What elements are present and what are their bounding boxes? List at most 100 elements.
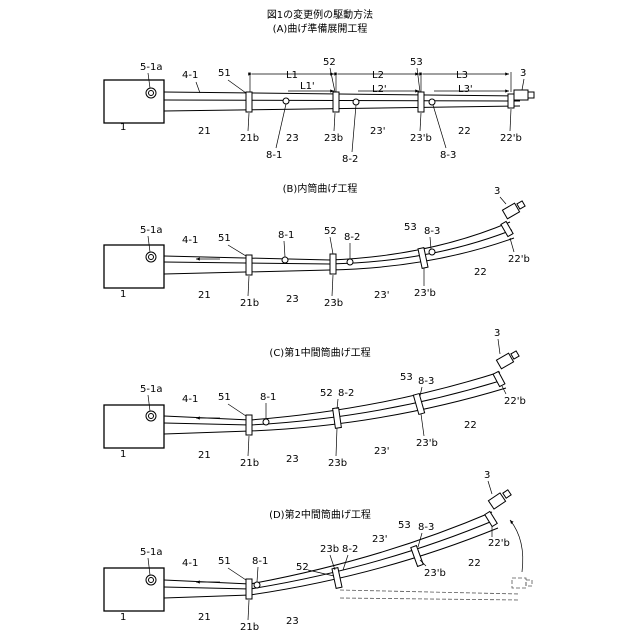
- label-sleeve-22pb: 22'b: [500, 133, 522, 144]
- label-tube-21: 21: [198, 126, 211, 137]
- label-sleeve-23pb: 23'b: [416, 438, 438, 449]
- panel-b: (B)内筒曲げ工程 5-1a 4-1 51 8-1 52 8-2 53 8-3 …: [104, 182, 530, 309]
- pin-8-1: [263, 419, 269, 425]
- drive-unit-box: [104, 568, 164, 611]
- label-wire: 4-1: [182, 235, 198, 246]
- label-wire: 4-1: [182, 70, 198, 81]
- label-51: 51: [218, 233, 231, 244]
- label-52: 52: [320, 388, 333, 399]
- label-3: 3: [494, 186, 500, 197]
- label-tube-23: 23: [286, 454, 299, 465]
- label-pin-8-3: 8-3: [424, 226, 440, 237]
- label-motor: 5-1a: [140, 547, 162, 558]
- label-body: 1: [120, 289, 126, 300]
- label-tube-23: 23: [286, 133, 299, 144]
- label-tube-21: 21: [198, 290, 211, 301]
- label-sleeve-23b: 23b: [324, 298, 343, 309]
- label-52: 52: [296, 562, 309, 573]
- camera-icon: [496, 353, 513, 369]
- clamp-51: [246, 415, 252, 435]
- label-sleeve-22pb: 22'b: [504, 396, 526, 407]
- clamp-53: [418, 248, 428, 269]
- label-tube-22: 22: [474, 267, 487, 278]
- label-sleeve-23pb: 23'b: [414, 288, 436, 299]
- label-53: 53: [398, 520, 411, 531]
- label-tube-23: 23: [286, 616, 299, 627]
- label-tube-23p: 23': [372, 534, 387, 545]
- label-52: 52: [323, 57, 336, 68]
- pin-8-3: [429, 249, 435, 255]
- dim-L3: L3: [456, 70, 468, 81]
- clamp-51: [246, 92, 252, 112]
- label-pin-8-2: 8-2: [342, 154, 358, 165]
- panel-a-title: (A)曲げ準備展開工程: [273, 22, 368, 35]
- label-wire: 4-1: [182, 558, 198, 569]
- clamp-52: [330, 254, 336, 274]
- label-tube-23p: 23': [374, 290, 389, 301]
- label-tube-22: 22: [464, 420, 477, 431]
- label-tube-21: 21: [198, 612, 211, 623]
- dim-L3p: L3': [458, 84, 473, 95]
- label-body: 1: [120, 449, 126, 460]
- label-sleeve-23pb: 23'b: [424, 568, 446, 579]
- label-51: 51: [218, 392, 231, 403]
- label-tube-23p: 23': [370, 126, 385, 137]
- panel-c-title: (C)第1中間筒曲げ工程: [269, 346, 370, 359]
- label-sleeve-21b: 21b: [240, 622, 259, 633]
- camera-icon: [502, 203, 519, 219]
- pin-8-1: [282, 257, 288, 263]
- panel-d: (D)第2中間筒曲げ工程 5-1a 4-1 51 8-1 52 23b 8-2: [104, 470, 532, 633]
- label-sleeve-21b: 21b: [240, 133, 259, 144]
- label-motor: 5-1a: [140, 225, 162, 236]
- figure-title: 図1の変更例の駆動方法: [267, 8, 373, 21]
- label-3: 3: [494, 328, 500, 339]
- drive-unit-box: [104, 80, 164, 123]
- dim-L1: L1: [286, 70, 298, 81]
- label-52: 52: [324, 226, 337, 237]
- label-wire: 4-1: [182, 394, 198, 405]
- camera-icon: [514, 90, 528, 100]
- label-motor: 5-1a: [140, 384, 162, 395]
- drive-unit-box: [104, 245, 164, 288]
- label-tube-22: 22: [468, 558, 481, 569]
- label-tube-23: 23: [286, 294, 299, 305]
- swing-arrow: [510, 520, 523, 572]
- dim-L1p: L1': [300, 81, 315, 92]
- label-53: 53: [400, 372, 413, 383]
- label-sleeve-23b: 23b: [328, 458, 347, 469]
- clamp-22b: [493, 371, 505, 386]
- label-pin-8-1: 8-1: [252, 556, 268, 567]
- label-sleeve-21b: 21b: [240, 298, 259, 309]
- clamp-51: [246, 579, 252, 599]
- label-pin-8-1: 8-1: [260, 392, 276, 403]
- initial-position-ghost: [340, 590, 520, 594]
- label-sleeve-22pb: 22'b: [488, 538, 510, 549]
- label-51: 51: [218, 556, 231, 567]
- label-body: 1: [120, 122, 126, 133]
- panel-c: (C)第1中間筒曲げ工程 5-1a 4-1 51 8-1 52 8-2 53 8…: [104, 328, 526, 469]
- clamp-22b: [485, 511, 498, 526]
- label-3: 3: [520, 68, 526, 79]
- panel-d-title: (D)第2中間筒曲げ工程: [269, 508, 371, 521]
- label-body: 1: [120, 612, 126, 623]
- dim-L2p: L2': [372, 84, 387, 95]
- label-3: 3: [484, 470, 490, 481]
- pin-8-1: [283, 98, 289, 104]
- clamp-22b: [501, 221, 513, 236]
- label-tube-23p: 23': [374, 446, 389, 457]
- panel-a: (A)曲げ準備展開工程 L1 L2 L3 L: [104, 22, 534, 165]
- clamp-52: [333, 92, 339, 112]
- clamp-53: [418, 92, 424, 112]
- label-pin-8-3: 8-3: [440, 150, 456, 161]
- label-53: 53: [410, 57, 423, 68]
- pin-8-1: [254, 582, 260, 588]
- clamp-22b: [508, 94, 514, 108]
- label-pin-8-3: 8-3: [418, 522, 434, 533]
- label-53: 53: [404, 222, 417, 233]
- drive-unit-box: [104, 405, 164, 448]
- label-tube-21: 21: [198, 450, 211, 461]
- camera-ghost-icon: [512, 578, 526, 588]
- label-sleeve-22pb: 22'b: [508, 254, 530, 265]
- label-sleeve-23b: 23b: [320, 544, 339, 555]
